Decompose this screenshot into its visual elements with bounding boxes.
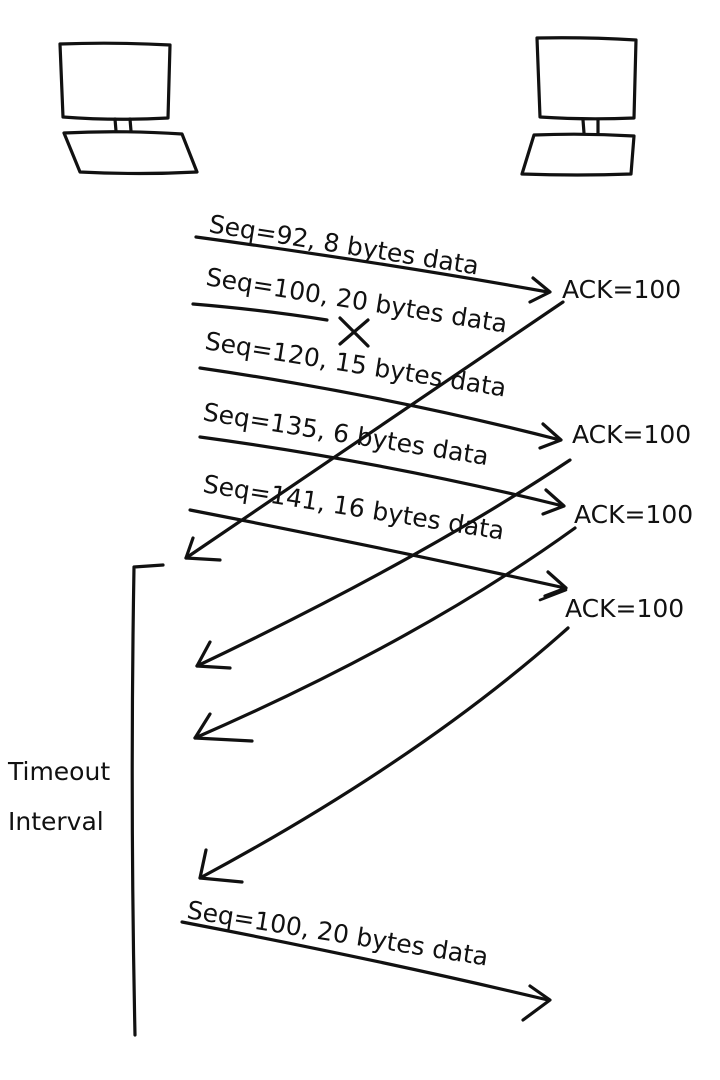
ack-label: ACK=100 bbox=[574, 500, 693, 529]
ack-label: ACK=100 bbox=[562, 275, 681, 304]
ack-label: ACK=100 bbox=[572, 420, 691, 449]
ack-label: ACK=100 bbox=[565, 594, 684, 623]
segment-seq-100-retransmit: Seq=100, 20 bytes data bbox=[180, 895, 552, 1022]
receiver-computer-icon bbox=[520, 36, 638, 177]
sender-computer-icon bbox=[58, 41, 199, 176]
ack-arrow-2: ACK=100 bbox=[195, 420, 691, 670]
timeout-interval-bracket bbox=[130, 563, 165, 1037]
ack-arrow-4: ACK=100 bbox=[198, 588, 684, 884]
segment-label: Seq=141, 16 bytes data bbox=[201, 469, 506, 545]
interval-label: Interval bbox=[8, 807, 104, 836]
segment-label: Seq=100, 20 bytes data bbox=[185, 895, 490, 971]
segment-seq-141: Seq=141, 16 bytes data bbox=[188, 469, 568, 598]
loss-x-icon bbox=[338, 316, 370, 348]
ack-arrow-1: ACK=100 bbox=[184, 275, 681, 562]
ack-arrow-3: ACK=100 bbox=[193, 500, 693, 743]
segment-label: Seq=120, 15 bytes data bbox=[203, 326, 508, 402]
timeout-label: Timeout bbox=[7, 757, 110, 786]
